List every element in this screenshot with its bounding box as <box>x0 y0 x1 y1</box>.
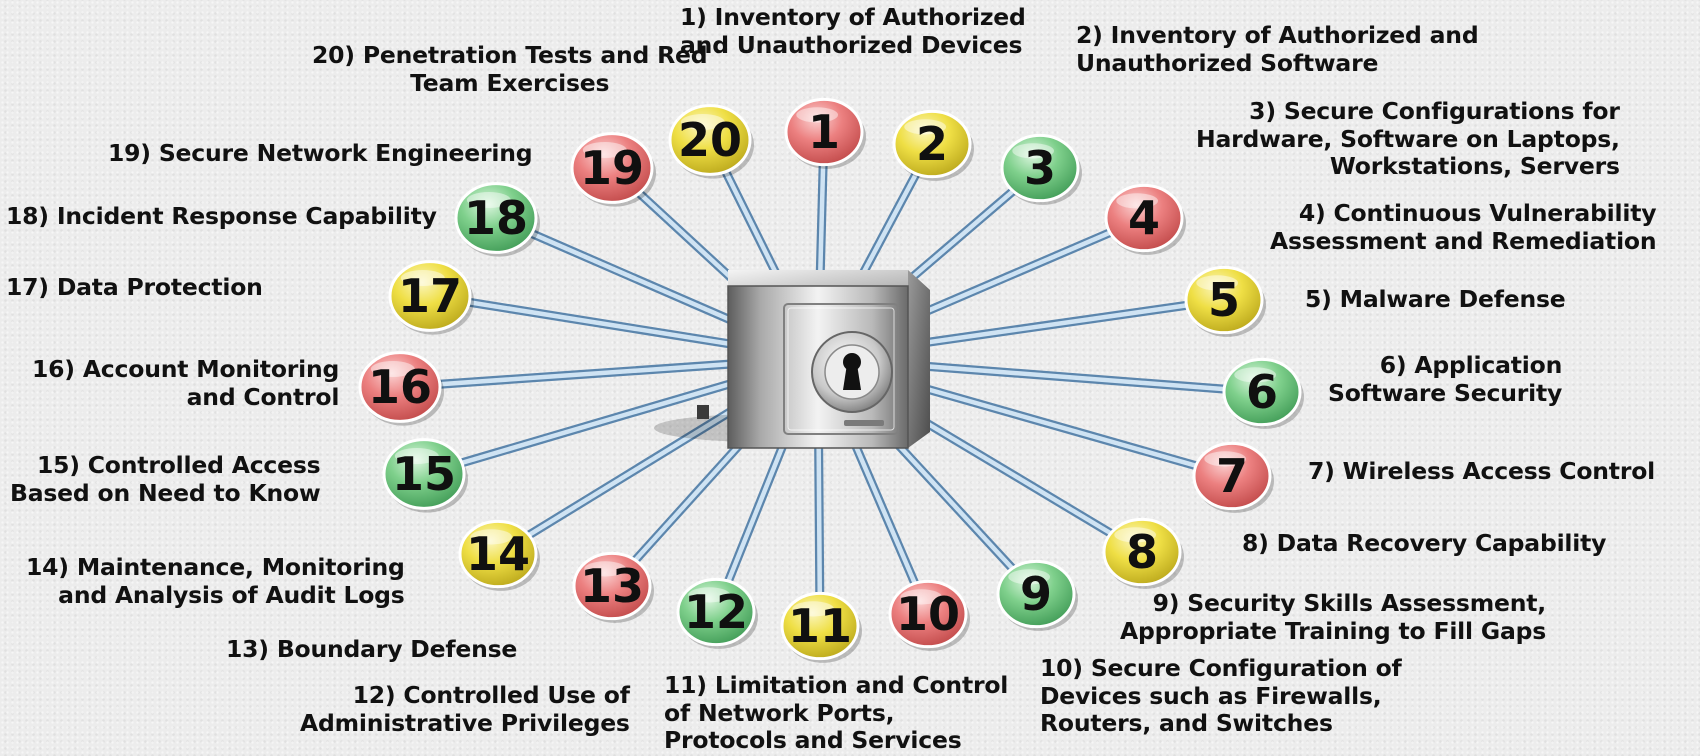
label-control-8: 8) Data Recovery Capability <box>1242 529 1607 557</box>
control-number-9: 9 <box>1020 567 1052 621</box>
control-bubble-15: 15 <box>382 438 468 513</box>
control-bubble-20: 20 <box>668 104 754 179</box>
control-bubble-6: 6 <box>1222 357 1304 429</box>
control-bubble-4-shape <box>1104 183 1184 253</box>
control-bubble-7: 7 <box>1192 441 1274 513</box>
control-bubble-7-shape <box>1192 441 1272 511</box>
control-bubble-15-shape <box>382 438 466 510</box>
control-bubble-6-shape <box>1222 357 1302 427</box>
label-control-13: 13) Boundary Defense <box>226 635 518 663</box>
control-bubble-12-shape <box>676 577 756 647</box>
label-control-4: 4) Continuous Vulnerability Assessment a… <box>1270 199 1657 255</box>
control-bubble-17-shape <box>388 260 472 332</box>
control-number-16: 16 <box>368 360 432 414</box>
control-bubble-18: 18 <box>454 182 540 257</box>
control-bubble-14: 14 <box>458 519 540 591</box>
control-bubble-4: 4 <box>1104 183 1186 255</box>
control-number-8: 8 <box>1126 525 1158 579</box>
label-control-15: 15) Controlled Access Based on Need to K… <box>10 451 321 507</box>
control-bubble-9-shape <box>996 559 1076 629</box>
control-bubble-3: 3 <box>1000 133 1082 205</box>
control-bubble-8-shape <box>1102 517 1182 587</box>
control-bubble-12: 12 <box>676 577 758 649</box>
control-bubble-1-shape <box>784 97 864 167</box>
control-number-1: 1 <box>808 105 840 159</box>
label-control-2: 2) Inventory of Authorized and Unauthori… <box>1076 21 1479 77</box>
label-control-5: 5) Malware Defense <box>1305 285 1566 313</box>
control-bubble-11-shape <box>780 591 860 661</box>
label-control-20: 20) Penetration Tests and Red Team Exerc… <box>312 41 708 97</box>
control-bubble-11: 11 <box>780 591 862 663</box>
control-number-5: 5 <box>1208 273 1240 327</box>
control-number-7: 7 <box>1216 449 1248 503</box>
control-number-12: 12 <box>684 585 748 639</box>
control-number-2: 2 <box>916 117 948 171</box>
label-control-11: 11) Limitation and Control of Network Po… <box>664 671 1009 755</box>
control-bubble-5-shape <box>1184 265 1264 335</box>
control-bubble-3-shape <box>1000 133 1080 203</box>
control-bubble-1: 1 <box>784 97 866 169</box>
label-control-16: 16) Account Monitoring and Control <box>32 355 340 411</box>
control-bubble-14-shape <box>458 519 538 589</box>
label-control-10: 10) Secure Configuration of Devices such… <box>1040 654 1402 738</box>
control-bubble-17: 17 <box>388 260 474 335</box>
label-control-17: 17) Data Protection <box>6 273 263 301</box>
control-bubble-20-shape <box>668 104 752 176</box>
label-control-1: 1) Inventory of Authorized and Unauthori… <box>680 3 1026 59</box>
control-number-19: 19 <box>580 141 644 195</box>
control-number-20: 20 <box>678 113 742 167</box>
label-control-6: 6) Application Software Security <box>1328 351 1563 407</box>
label-control-19: 19) Secure Network Engineering <box>108 139 533 167</box>
label-control-18: 18) Incident Response Capability <box>6 202 437 230</box>
control-bubble-19-shape <box>570 132 654 204</box>
control-number-13: 13 <box>580 559 644 613</box>
control-bubble-13-shape <box>572 551 652 621</box>
control-bubble-5: 5 <box>1184 265 1266 337</box>
control-number-10: 10 <box>896 587 960 641</box>
control-bubble-2-shape <box>892 109 972 179</box>
control-number-15: 15 <box>392 447 456 501</box>
control-bubble-16: 16 <box>358 351 444 426</box>
control-number-17: 17 <box>398 269 462 323</box>
control-number-3: 3 <box>1024 141 1056 195</box>
safe-icon <box>654 270 930 449</box>
control-bubble-9: 9 <box>996 559 1078 631</box>
label-control-14: 14) Maintenance, Monitoring and Analysis… <box>26 553 405 609</box>
control-number-6: 6 <box>1246 365 1278 419</box>
label-control-12: 12) Controlled Use of Administrative Pri… <box>300 681 630 737</box>
control-bubble-13: 13 <box>572 551 654 623</box>
control-bubble-10-shape <box>888 579 968 649</box>
control-number-4: 4 <box>1128 191 1160 245</box>
control-number-14: 14 <box>466 527 530 581</box>
control-bubble-8: 8 <box>1102 517 1184 589</box>
control-bubble-19: 19 <box>570 132 656 207</box>
label-control-9: 9) Security Skills Assessment, Appropria… <box>1120 589 1547 645</box>
control-bubble-2: 2 <box>892 109 974 181</box>
control-bubble-18-shape <box>454 182 538 254</box>
control-number-11: 11 <box>788 599 852 653</box>
label-control-7: 7) Wireless Access Control <box>1308 457 1656 485</box>
control-bubble-10: 10 <box>888 579 970 651</box>
label-control-3: 3) Secure Configurations for Hardware, S… <box>1196 97 1620 181</box>
control-number-18: 18 <box>464 191 528 245</box>
control-bubble-16-shape <box>358 351 442 423</box>
